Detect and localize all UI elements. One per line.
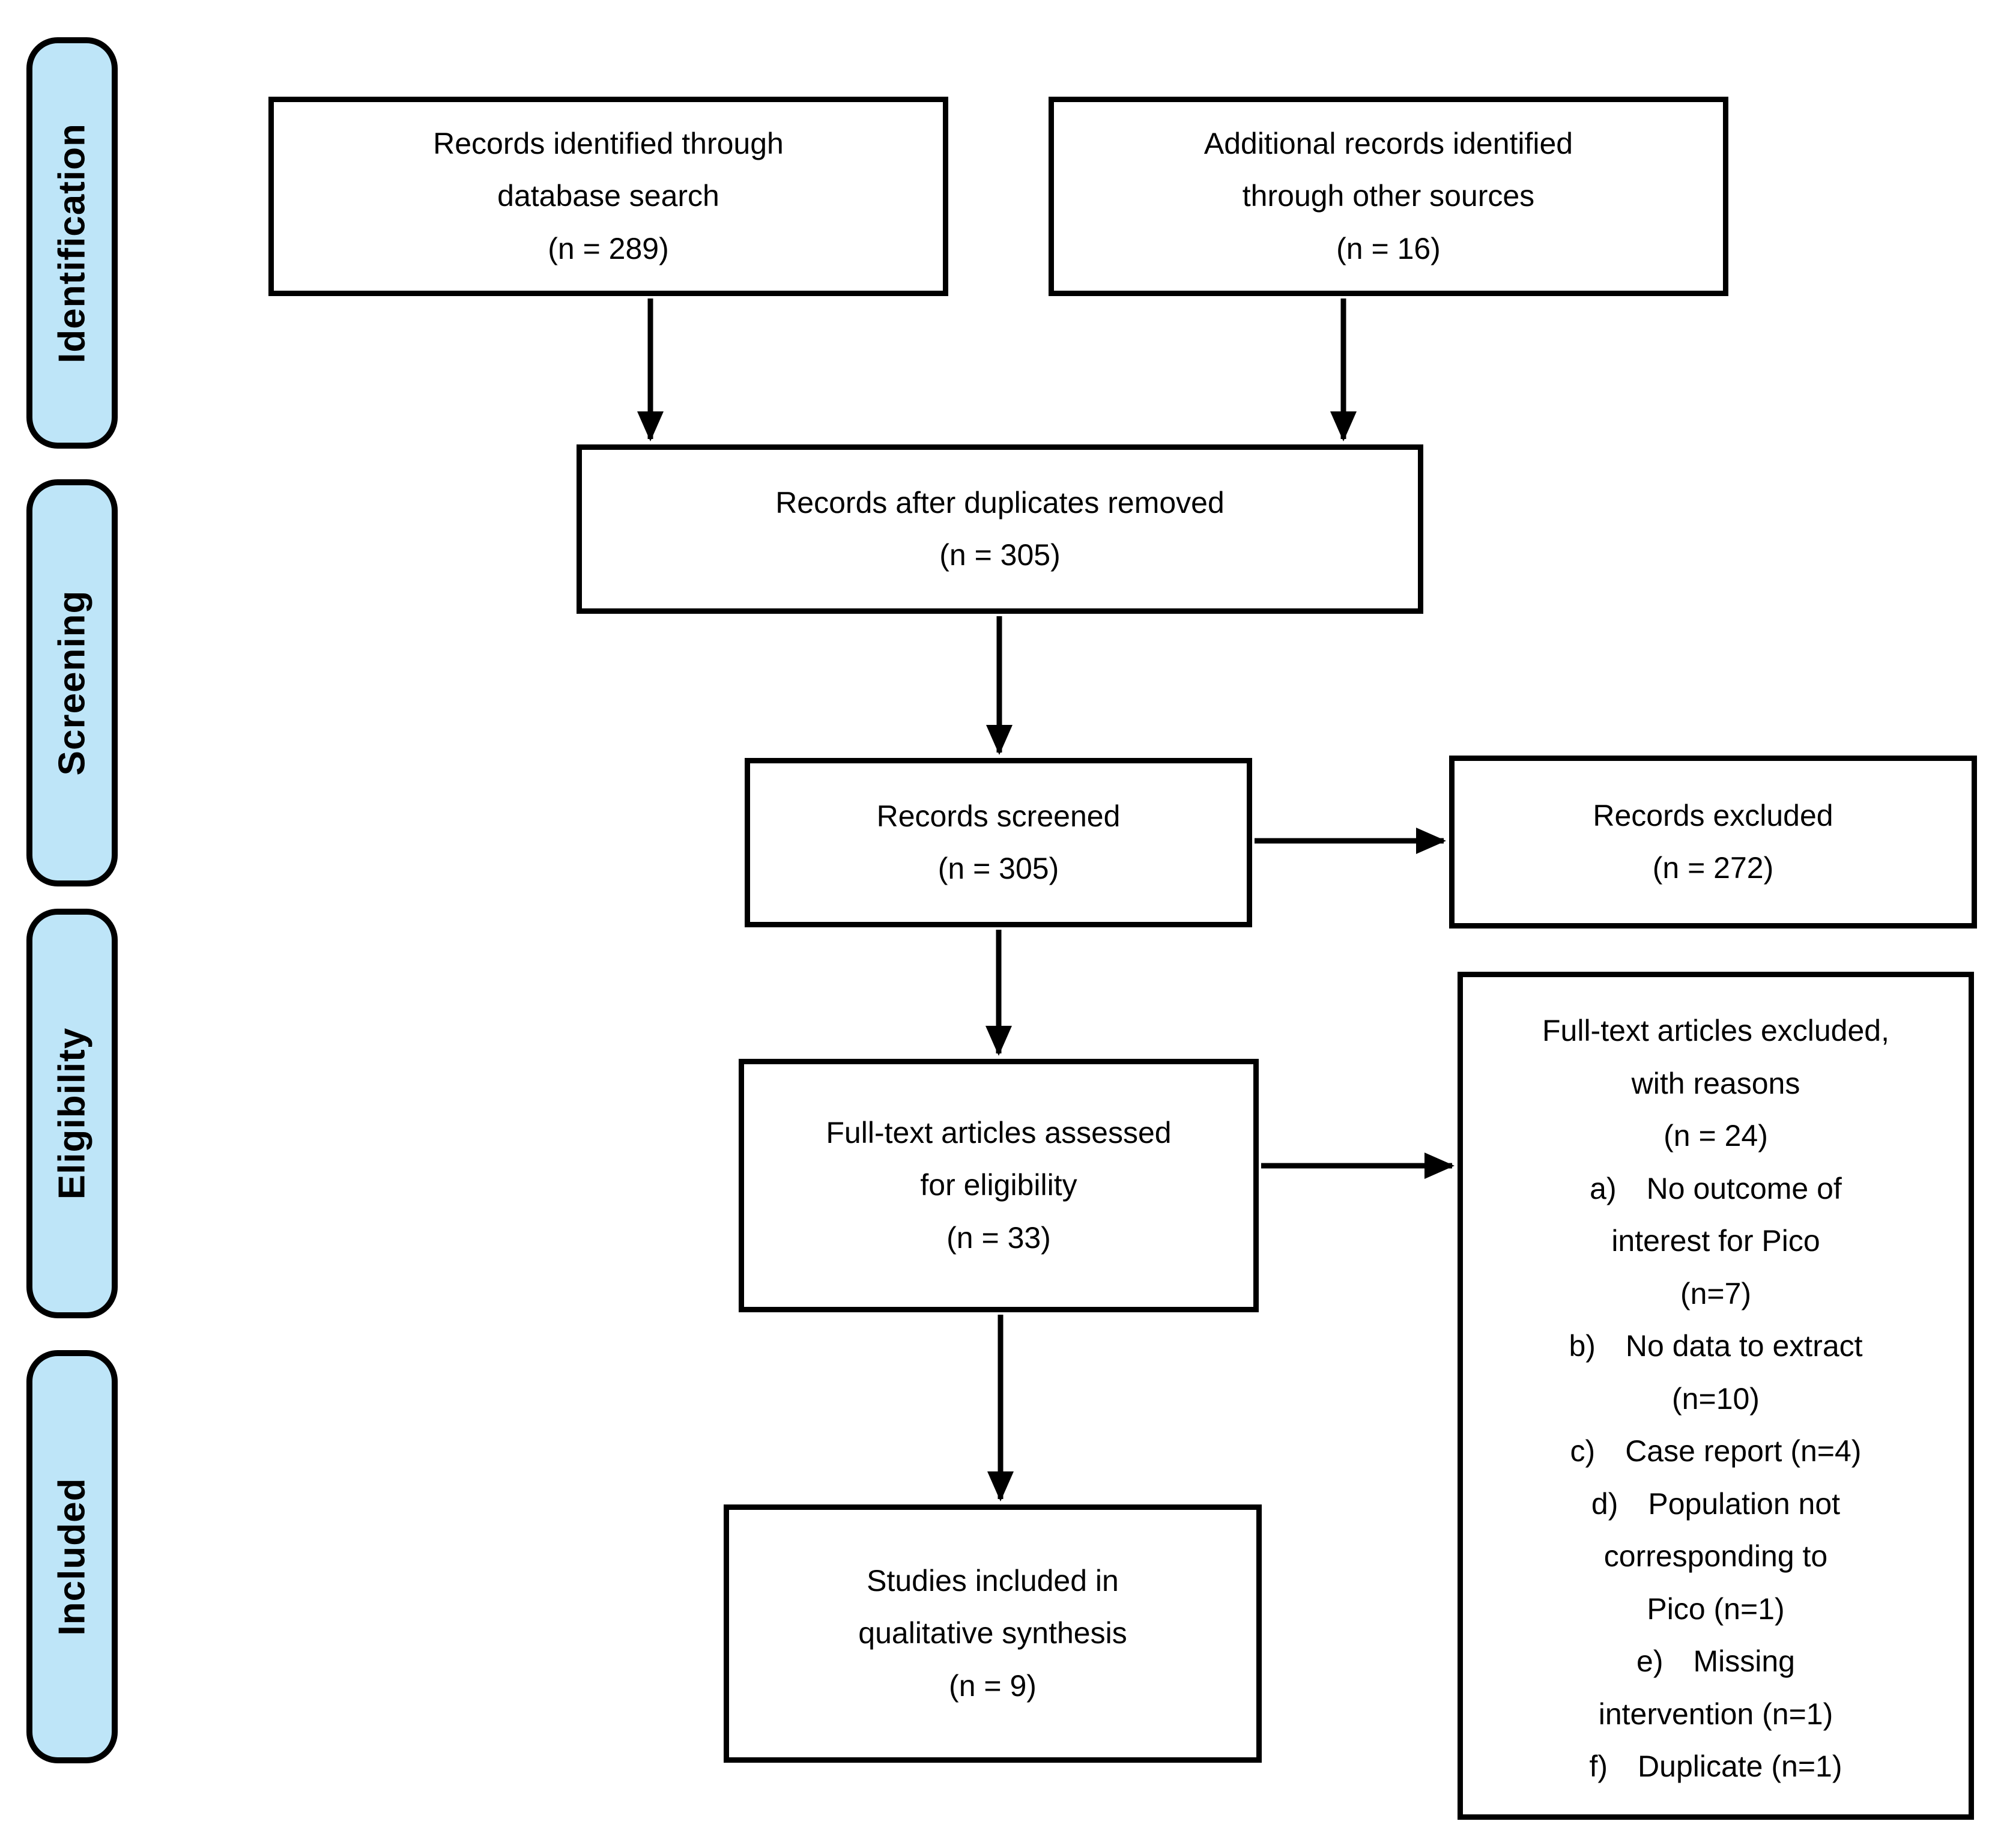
exclusion-reason-b: b) No data to extract (n=10) <box>1569 1329 1863 1416</box>
stage-included: Included <box>26 1350 118 1763</box>
exclusion-reason-c: c) Case report (n=4) <box>1570 1434 1862 1468</box>
exclusion-reason-e: e) Missing intervention (n=1) <box>1598 1644 1833 1731</box>
box-records-identified-db-text: Records identified through database sear… <box>433 126 784 265</box>
box-studies-included-text: Studies included in qualitative synthesi… <box>858 1563 1127 1703</box>
box-records-identified-db: Records identified through database sear… <box>268 97 948 296</box>
box-fulltext-excluded-heading: Full-text articles excluded, with reason… <box>1542 1014 1889 1153</box>
box-records-screened: Records screened (n = 305) <box>745 758 1252 927</box>
stage-identification-label: Identification <box>51 123 93 363</box>
stage-eligibility: Eligibility <box>26 909 118 1318</box>
stage-screening-label: Screening <box>51 590 93 776</box>
stage-identification: Identification <box>26 37 118 449</box>
stage-screening: Screening <box>26 479 118 886</box>
stage-eligibility-label: Eligibility <box>51 1027 93 1200</box>
box-records-after-duplicates: Records after duplicates removed (n = 30… <box>577 444 1423 614</box>
box-records-excluded-text: Records excluded (n = 272) <box>1593 798 1833 885</box>
box-studies-included: Studies included in qualitative synthesi… <box>724 1504 1262 1763</box>
box-fulltext-assessed: Full-text articles assessed for eligibil… <box>739 1059 1259 1312</box>
exclusion-reason-d: d) Population not corresponding to Pico … <box>1591 1486 1841 1626</box>
box-records-identified-other-text: Additional records identified through ot… <box>1203 126 1573 265</box>
box-records-after-duplicates-text: Records after duplicates removed (n = 30… <box>775 485 1225 572</box>
box-fulltext-excluded: Full-text articles excluded, with reason… <box>1458 972 1974 1820</box>
box-records-identified-other: Additional records identified through ot… <box>1049 97 1728 296</box>
box-records-screened-text: Records screened (n = 305) <box>876 799 1121 886</box>
stage-included-label: Included <box>51 1477 93 1636</box>
exclusion-reason-a: a) No outcome of interest for Pico (n=7) <box>1590 1171 1842 1310</box>
box-fulltext-assessed-text: Full-text articles assessed for eligibil… <box>826 1115 1172 1255</box>
exclusion-reason-f: f) Duplicate (n=1) <box>1589 1750 1842 1783</box>
box-records-excluded: Records excluded (n = 272) <box>1449 756 1977 929</box>
